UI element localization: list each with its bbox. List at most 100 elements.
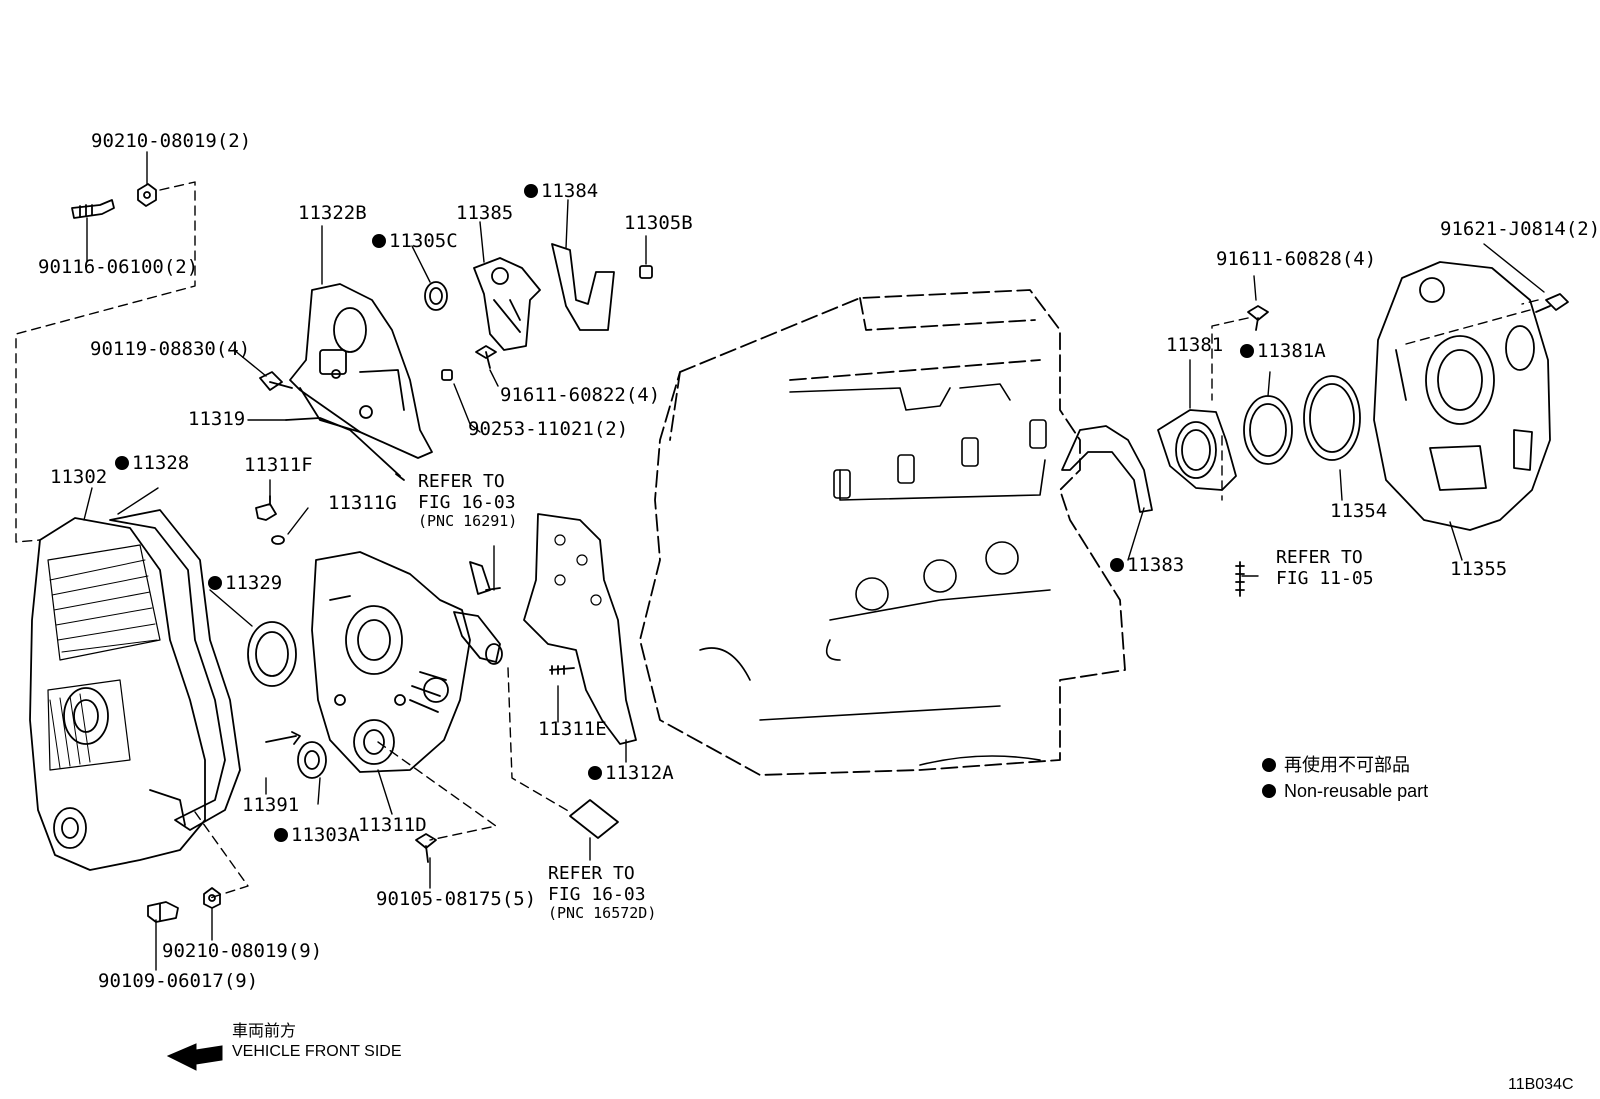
part-label-11383[interactable]: 11383 <box>1110 556 1184 575</box>
stud-ref-11-05 <box>1235 561 1245 597</box>
part-label-11311F[interactable]: 11311F <box>244 454 313 476</box>
end-plate-11355 <box>1373 261 1551 531</box>
dowel-90253 <box>441 369 453 381</box>
bolt-91611-60828 <box>1247 305 1269 331</box>
part-label-11305C[interactable]: 11305C <box>372 232 458 251</box>
part-label-11328[interactable]: 11328 <box>115 454 189 473</box>
part-label-11303A[interactable]: 11303A <box>274 826 360 845</box>
part-label-90253-11021[interactable]: 90253-11021(2) <box>468 418 629 440</box>
part-label-91621-J0814[interactable]: 91621-J0814(2) <box>1440 218 1600 240</box>
part-label-11385[interactable]: 11385 <box>456 202 514 224</box>
part-label-11354[interactable]: 11354 <box>1330 500 1388 522</box>
bolt-90119 <box>259 371 293 391</box>
part-number: 11328 <box>132 452 190 474</box>
part-label-90116-06100[interactable]: 90116-06100(2) <box>38 256 199 278</box>
bracket-11385 <box>473 257 541 351</box>
part-number: 11381A <box>1257 340 1326 362</box>
seal-11329 <box>247 621 297 687</box>
engine-block-details <box>699 383 1051 766</box>
part-label-11391[interactable]: 11391 <box>242 794 300 816</box>
oil-seal-retainer-11381 <box>1157 409 1237 491</box>
refer-line: FIG 16-03 <box>418 491 516 513</box>
front-direction-arrow <box>166 1043 223 1071</box>
part-label-91611-60822[interactable]: 91611-60822(4) <box>500 384 661 406</box>
legend-dot <box>1262 758 1276 772</box>
timing-cover <box>29 517 206 871</box>
front-label-jp: 車両前方 <box>232 1023 297 1040</box>
legend-text: 再使用不可部品 <box>1284 755 1411 775</box>
bolt-91611-60822 <box>475 345 497 369</box>
front-label-en: VEHICLE FRONT SIDE <box>232 1043 402 1060</box>
part-label-90109-06017[interactable]: 90109-06017(9) <box>98 970 259 992</box>
non-reusable-dot <box>1240 344 1254 358</box>
bolt-11391 <box>265 731 301 745</box>
oil-pump-housing <box>311 551 471 773</box>
part-label-11384[interactable]: 11384 <box>524 182 598 201</box>
non-reusable-dot <box>372 234 386 248</box>
figure-code: 11B034C <box>1508 1076 1574 1093</box>
part-label-90210-08019-9[interactable]: 90210-08019(9) <box>162 940 323 962</box>
non-reusable-dot <box>1110 558 1124 572</box>
part-label-90119-08830[interactable]: 90119-08830(4) <box>90 338 251 360</box>
oil-seal-11303A <box>297 741 327 779</box>
part-number: 11312A <box>605 762 674 784</box>
non-reusable-dot <box>115 456 129 470</box>
refer-line: FIG 11-05 <box>1276 567 1374 589</box>
part-number: 11329 <box>225 572 283 594</box>
refer-note-fig-11-05[interactable]: REFER TO FIG 11-05 <box>1276 547 1374 589</box>
oil-seal-11305C <box>424 281 448 311</box>
part-label-91611-60828[interactable]: 91611-60828(4) <box>1216 248 1377 270</box>
nut-90210-upper <box>137 183 157 207</box>
non-reusable-dot <box>588 766 602 780</box>
dowel-11305B <box>639 265 653 279</box>
gasket-11312A <box>523 513 637 745</box>
refer-line: REFER TO <box>418 471 505 492</box>
part-label-11311D[interactable]: 11311D <box>358 814 427 836</box>
part-label-11312A[interactable]: 11312A <box>588 764 674 783</box>
engine-block <box>639 289 1126 776</box>
part-label-11355[interactable]: 11355 <box>1450 558 1508 580</box>
timing-cover-gasket <box>109 509 241 831</box>
non-reusable-dot <box>208 576 222 590</box>
oil-seal-11381A <box>1243 395 1293 465</box>
part-label-11381A[interactable]: 11381A <box>1240 342 1326 361</box>
part-label-11322B[interactable]: 11322B <box>298 202 367 224</box>
water-outlet <box>453 611 503 665</box>
bolt-90109 <box>147 901 179 923</box>
leader-lines <box>83 151 1545 971</box>
upper-timing-cover-plate <box>289 283 433 459</box>
refer-note-pnc-16291[interactable]: REFER TO FIG 16-03 (PNC 16291) <box>418 471 518 531</box>
part-number: 11384 <box>541 180 599 202</box>
refer-note-pnc-16572D[interactable]: REFER TO FIG 16-03 (PNC 16572D) <box>548 863 656 923</box>
part-label-90210-08019-2[interactable]: 90210-08019(2) <box>91 130 252 152</box>
part-label-11305B[interactable]: 11305B <box>624 212 693 234</box>
bolt-91621 <box>1535 293 1569 313</box>
legend-english: Non-reusable part <box>1262 782 1428 800</box>
nut-90210-lower <box>203 887 221 909</box>
gasket-11383 <box>1061 425 1153 513</box>
part-number: 11383 <box>1127 554 1185 576</box>
bolt-90116 <box>71 199 115 219</box>
non-reusable-dot <box>274 828 288 842</box>
refer-line: REFER TO <box>548 863 635 884</box>
non-reusable-dot <box>524 184 538 198</box>
part-label-11311E[interactable]: 11311E <box>538 718 607 740</box>
refer-line: REFER TO <box>1276 547 1363 568</box>
part-label-11302[interactable]: 11302 <box>50 466 108 488</box>
legend-japanese: 再使用不可部品 <box>1262 756 1410 774</box>
gasket-11384 <box>551 243 615 331</box>
plug-11311F <box>255 495 277 521</box>
oil-level-gauge-guide <box>285 417 401 477</box>
part-label-11311G[interactable]: 11311G <box>328 492 397 514</box>
part-label-11329[interactable]: 11329 <box>208 574 282 593</box>
refer-line: FIG 16-03 <box>548 883 646 905</box>
water-pipe-16572D <box>569 799 619 839</box>
oil-seal-11354 <box>1303 375 1361 461</box>
part-label-11319[interactable]: 11319 <box>188 408 246 430</box>
part-label-90105-08175[interactable]: 90105-08175(5) <box>376 888 537 910</box>
part-label-11381[interactable]: 11381 <box>1166 334 1224 356</box>
refer-line: (PNC 16291) <box>418 512 518 531</box>
legend-text: Non-reusable part <box>1284 781 1429 801</box>
